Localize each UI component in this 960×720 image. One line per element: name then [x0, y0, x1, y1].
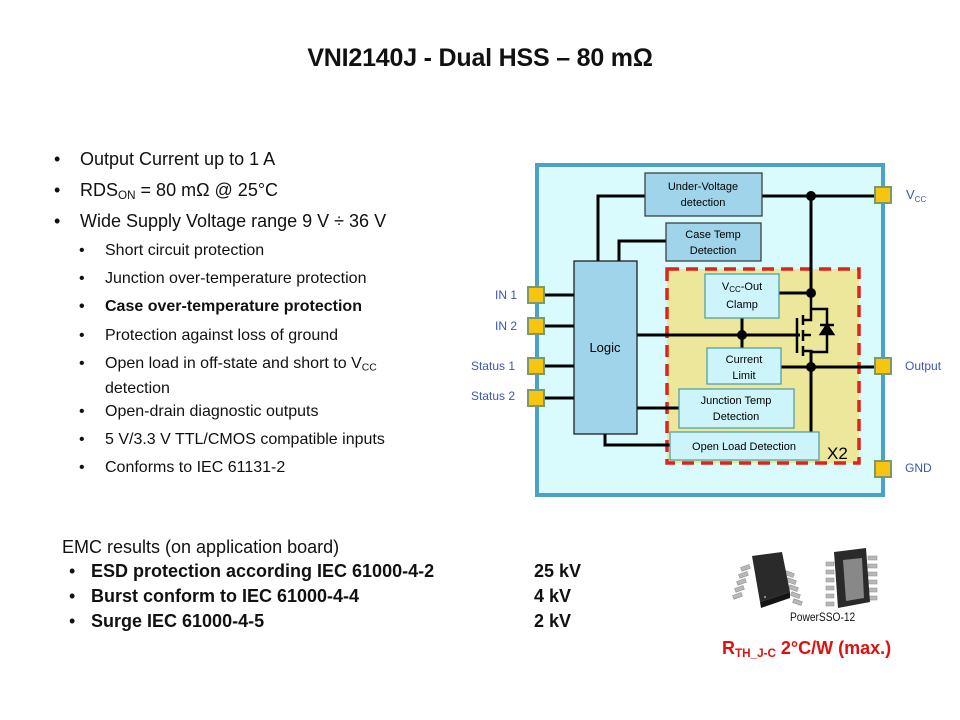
wires — [545, 194, 875, 447]
under-voltage-block: Under-Voltage detection — [644, 172, 763, 217]
logic-block: Logic — [573, 260, 638, 435]
svg-text:Status 1: Status 1 — [471, 359, 515, 373]
pin-in1: IN 1 — [495, 286, 545, 304]
svg-text:Logic: Logic — [589, 340, 621, 355]
package-name: PowerSSO-12 — [790, 610, 856, 624]
emc-heading: EMC results (on application board) — [62, 537, 340, 557]
svg-text:Limit: Limit — [732, 370, 755, 382]
svg-text:GND: GND — [905, 461, 932, 475]
thermal-resistance: RTH_J-C 2°C/W (max.) — [722, 638, 892, 660]
package-bottom-image — [825, 548, 878, 608]
pin-status1: Status 1 — [471, 357, 545, 375]
emc-item: • Surge IEC 61000-4-5 — [69, 611, 265, 631]
pin-vcc: VCC — [874, 186, 926, 204]
package-top-image — [732, 552, 803, 608]
bullet-icon: • — [69, 611, 76, 631]
svg-text:detection: detection — [681, 197, 726, 209]
pin-output: Output — [874, 357, 942, 375]
svg-text:Status 2: Status 2 — [471, 389, 515, 403]
channel-multiplier: X2 — [827, 444, 848, 463]
bullet-icon: • — [79, 403, 85, 420]
svg-text:Detection: Detection — [713, 411, 759, 423]
feature-item: • Wide Supply Voltage range 9 V ÷ 36 V — [54, 211, 387, 231]
bullet-icon: • — [79, 242, 85, 259]
svg-text:IN 2: IN 2 — [495, 319, 517, 333]
slide-title: VNI2140J - Dual HSS – 80 mΩ — [307, 44, 653, 72]
bullet-icon: • — [79, 355, 85, 372]
bullet-icon: • — [54, 149, 61, 169]
svg-text:Detection: Detection — [690, 245, 736, 257]
bullet-icon: • — [79, 298, 85, 315]
vcc-out-clamp-block: VCC-Out Clamp — [704, 273, 780, 319]
bullet-icon: • — [54, 211, 61, 231]
svg-text:Junction Temp: Junction Temp — [701, 395, 772, 407]
sub-feature-item: • Protection against loss of ground — [79, 327, 339, 344]
mosfet-icon — [795, 296, 836, 367]
bullet-icon: • — [79, 459, 85, 476]
emc-item: • ESD protection according IEC 61000-4-2 — [69, 561, 435, 581]
svg-text:Current: Current — [726, 354, 763, 366]
svg-text:Output: Output — [905, 359, 942, 373]
junction-dot — [806, 362, 816, 372]
svg-text:VCC: VCC — [906, 187, 926, 204]
current-limit-block: Current Limit — [706, 347, 782, 385]
bullet-icon: • — [79, 327, 85, 344]
sub-feature-item: • Case over-temperature protection — [79, 298, 362, 315]
open-load-block: Open Load Detection — [669, 431, 820, 461]
bullet-icon: • — [69, 561, 76, 581]
sub-feature-item: • Conforms to IEC 61131-2 — [79, 459, 286, 476]
sub-feature-item: • Open load in off-state and short to VC… — [79, 355, 377, 397]
emc-value: 2 kV — [534, 611, 572, 631]
bullet-icon: • — [79, 270, 85, 287]
svg-text:Open Load Detection: Open Load Detection — [692, 441, 796, 453]
pin-gnd: GND — [874, 460, 932, 478]
pin-in2: IN 2 — [495, 317, 545, 335]
junction-dot — [806, 288, 816, 298]
emc-value: 25 kV — [534, 561, 582, 581]
bullet-icon: • — [69, 586, 76, 606]
sub-feature-item: • Short circuit protection — [79, 242, 265, 259]
sub-feature-item: • Junction over-temperature protection — [79, 270, 367, 287]
svg-text:Clamp: Clamp — [726, 299, 758, 311]
bullet-icon: • — [54, 180, 61, 200]
junction-dot — [806, 191, 816, 201]
svg-text:IN 1: IN 1 — [495, 288, 517, 302]
emc-item: • Burst conform to IEC 61000-4-4 — [69, 586, 360, 606]
svg-text:Case Temp: Case Temp — [685, 229, 740, 241]
feature-item: • Output Current up to 1 A — [54, 149, 276, 169]
sub-feature-item: • Open-drain diagnostic outputs — [79, 403, 319, 420]
case-temp-block: Case Temp Detection — [665, 222, 762, 262]
feature-item: • RDSON = 80 mΩ @ 25°C — [54, 180, 279, 202]
junction-temp-block: Junction Temp Detection — [678, 388, 795, 429]
sub-feature-item: • 5 V/3.3 V TTL/CMOS compatible inputs — [79, 431, 385, 448]
bullet-icon: • — [79, 431, 85, 448]
pin-status2: Status 2 — [471, 389, 545, 407]
emc-value: 4 kV — [534, 586, 572, 606]
svg-text:VCC-Out: VCC-Out — [722, 281, 762, 294]
svg-text:Under-Voltage: Under-Voltage — [668, 181, 738, 193]
junction-dot — [737, 330, 747, 340]
